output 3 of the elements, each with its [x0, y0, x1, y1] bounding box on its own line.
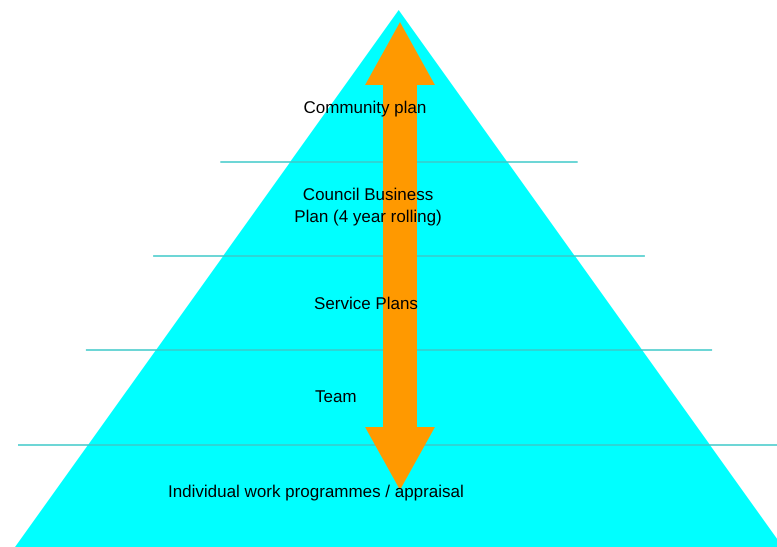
- tier-label: Individual work programmes / appraisal: [168, 481, 464, 503]
- tier-label: Team: [315, 386, 357, 408]
- double-headed-arrow: [365, 22, 435, 490]
